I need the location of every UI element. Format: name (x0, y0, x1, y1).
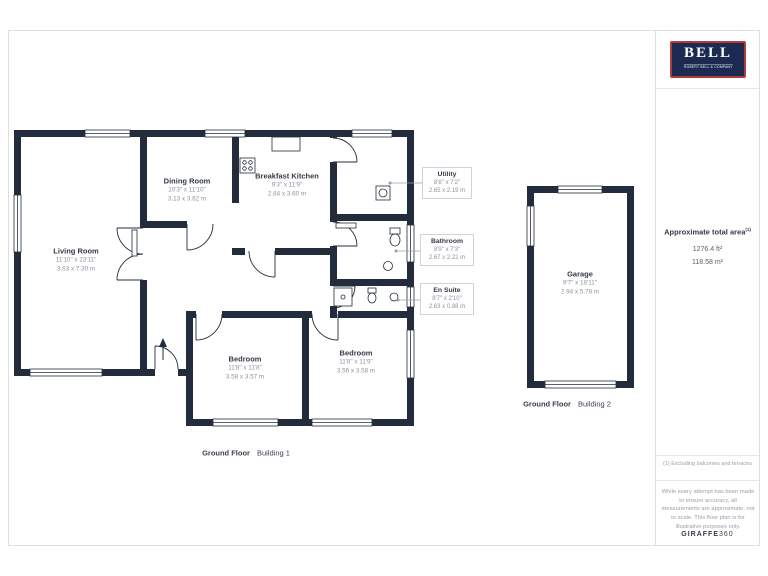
caption-building: Building 2 (577, 399, 611, 409)
room-label-bedroom-1: Bedroom 11'8" x 11'8" 3.58 x 3.57 m (226, 355, 264, 382)
room-dims-ft: 8'8" x 7'2" (433, 180, 461, 186)
room-dims-ft: 10'3" x 11'10" (168, 186, 206, 194)
caption-building-2: Ground Floor Building 2 (523, 400, 611, 409)
giraffe360-logo: GIRAFFE360 (656, 531, 759, 538)
room-label-living-room: Living Room 11'10" x 23'11" 3.63 x 7.30 … (53, 247, 98, 274)
fixtures (131, 136, 401, 307)
room-label-garage: Garage 9'7" x 18'11" 2.94 x 5.78 m (561, 270, 599, 297)
caption-floor: Ground Floor (202, 448, 250, 458)
room-label-dining-room: Dining Room 10'3" x 11'10" 3.13 x 3.62 m (164, 177, 211, 204)
entrance-arrow-icon (159, 338, 167, 360)
room-name: Bedroom (228, 354, 262, 364)
sidebar-divider (656, 480, 759, 481)
caption-building: Building 1 (256, 448, 290, 458)
room-box-utility: Utility 8'8" x 7'2" 2.65 x 2.19 m (422, 167, 472, 200)
room-label-breakfast-kitchen: Breakfast Kitchen 9'3" x 11'9" 2.84 x 3.… (255, 172, 319, 199)
info-sidebar: BELL ROBERT BELL & COMPANY Approximate t… (655, 31, 759, 545)
caption-floor: Ground Floor (523, 399, 571, 409)
room-box-en-suite: En Suite 8'7" x 2'10" 2.63 x 0.88 m (420, 283, 474, 316)
giraffe360-logo-suffix: 360 (719, 531, 734, 538)
building1-windows (13, 129, 415, 427)
building2-windows (526, 185, 617, 389)
room-dims-ft: 9'7" x 18'11" (562, 279, 598, 287)
room-dims-ft: 11'8" x 11'9" (339, 358, 373, 366)
room-dims-m: 3.58 x 3.57 m (225, 373, 265, 380)
room-dims-ft: 11'10" x 23'11" (55, 256, 97, 264)
total-area-block: Approximate total area(1) 1276.4 ft² 118… (656, 227, 759, 272)
sidebar-divider (656, 88, 759, 89)
room-dims-ft: 8'9" x 7'3" (433, 247, 461, 253)
area-title-superscript: (1) (745, 227, 751, 232)
bell-logo-subtitle: ROBERT BELL & COMPANY (683, 64, 733, 69)
bell-logo-name: BELL (683, 45, 733, 61)
room-name: Living Room (53, 246, 99, 256)
area-title: Approximate total area(1) (656, 227, 759, 237)
building1-walls (14, 130, 414, 426)
bell-logo: BELL ROBERT BELL & COMPANY (670, 41, 746, 78)
room-box-bathroom: Bathroom 8'9" x 7'3" 2.67 x 2.22 m (420, 234, 474, 267)
disclaimer-text: While every attempt has been made to ens… (661, 489, 755, 530)
caption-building-1: Ground Floor Building 1 (202, 449, 290, 458)
room-dims-m: 2.63 x 0.88 m (428, 304, 466, 311)
room-name: Utility (437, 171, 457, 178)
label-leader-lines (388, 181, 422, 302)
room-dims-m: 2.84 x 3.60 m (267, 190, 307, 197)
room-dims-m: 3.13 x 3.62 m (167, 195, 207, 202)
room-dims-ft: 8'7" x 2'10" (432, 296, 462, 302)
area-value-m: 118.58 m² (692, 258, 723, 266)
room-name: Breakfast Kitchen (255, 171, 319, 181)
room-dims-m: 2.67 x 2.22 m (428, 255, 466, 262)
sidebar-divider (656, 455, 759, 456)
area-title-text: Approximate total area (664, 227, 746, 237)
area-value-ft: 1276.4 ft² (692, 245, 723, 253)
room-label-bedroom-2: Bedroom 11'8" x 11'9" 3.56 x 3.58 m (337, 349, 375, 376)
room-dims-ft: 11'8" x 11'8" (228, 364, 262, 372)
room-name: Garage (567, 269, 593, 279)
giraffe360-logo-bold: GIRAFFE (681, 531, 720, 538)
room-dims-m: 2.65 x 2.19 m (428, 188, 466, 195)
page-border (8, 30, 760, 546)
room-name: Bathroom (430, 238, 464, 245)
room-dims-m: 3.56 x 3.58 m (336, 367, 376, 374)
room-name: En Suite (433, 287, 461, 294)
room-dims-ft: 9'3" x 11'9" (271, 181, 303, 189)
room-name: Bedroom (339, 348, 373, 358)
room-name: Dining Room (163, 176, 211, 186)
room-dims-m: 3.63 x 7.30 m (56, 265, 96, 272)
area-footnote: (1) Excluding balconies and terraces (663, 461, 752, 467)
building1-doors (116, 137, 358, 370)
room-dims-m: 2.94 x 5.78 m (560, 288, 600, 295)
